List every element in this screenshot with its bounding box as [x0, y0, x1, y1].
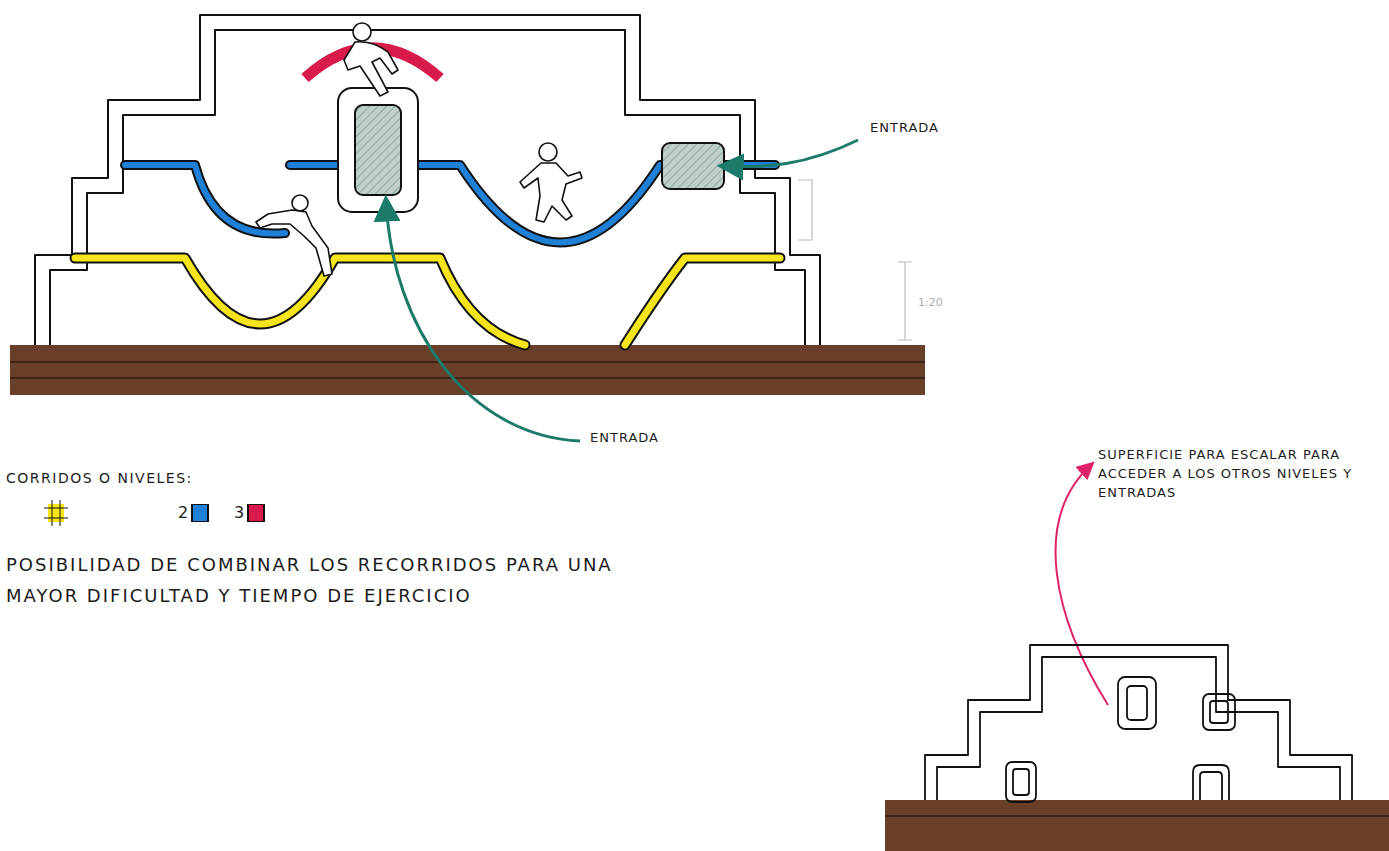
window-frame	[338, 88, 418, 212]
dimension-bracket	[898, 262, 912, 340]
scale-label: 1:20	[918, 296, 943, 309]
small-elevation	[885, 645, 1389, 851]
swatch-fill	[48, 504, 64, 522]
label-text: 1:20	[918, 296, 943, 309]
ground-band	[10, 345, 925, 395]
route-outline	[75, 258, 525, 345]
ground-line	[10, 361, 925, 363]
window-frame	[1006, 762, 1036, 802]
callout-arrow	[386, 200, 580, 441]
route-yellow	[625, 258, 780, 345]
label-text: SUPERFICIE PARA ESCALAR PARA ACCEDER A L…	[1098, 447, 1352, 500]
window-glass	[1127, 686, 1147, 720]
figure-left	[256, 195, 332, 276]
ground-band	[885, 800, 1389, 851]
window-frame	[1203, 694, 1235, 730]
ground	[10, 345, 925, 395]
figure-head	[539, 143, 557, 161]
callout-label: ENTRADA	[590, 430, 659, 446]
outer-wall	[925, 645, 1352, 800]
ground-line	[10, 377, 925, 379]
building-outline	[925, 645, 1352, 802]
label-text: CORRIDOS O NIVELES:	[6, 470, 193, 486]
figure-head	[292, 195, 308, 211]
inner-wall	[50, 30, 805, 345]
legend-text: 2	[178, 503, 188, 522]
note-text: SUPERFICIE PARA ESCALAR PARA ACCEDER A L…	[1098, 446, 1383, 503]
window-glass	[1013, 769, 1029, 795]
callout-label: ENTRADA	[870, 120, 939, 136]
ground-line	[885, 815, 1389, 817]
label-text: ENTRADA	[870, 120, 939, 135]
door-inner	[1200, 772, 1222, 800]
callout-arrow	[722, 140, 858, 167]
legend-entry: 3	[234, 503, 264, 522]
label-text: POSIBILIDAD DE COMBINAR LOS RECORRIDOS P…	[6, 554, 613, 606]
building-outline	[35, 15, 820, 345]
note-text: POSIBILIDAD DE COMBINAR LOS RECORRIDOS P…	[6, 550, 656, 611]
legend-heading: CORRIDOS O NIVELES:	[6, 470, 193, 487]
figure-body	[256, 210, 332, 276]
entrance-windows	[338, 88, 724, 212]
legend-text: 3	[234, 503, 244, 522]
figure-top	[344, 23, 398, 96]
figure-body	[520, 163, 582, 222]
label-text: ENTRADA	[590, 430, 659, 445]
legend-swatch	[192, 505, 208, 521]
figure-head	[353, 23, 371, 41]
outer-wall	[35, 15, 820, 345]
door-frame	[1193, 765, 1229, 800]
swatch-cross	[44, 500, 68, 526]
route-outline	[625, 258, 780, 345]
legend-swatch	[248, 505, 264, 521]
dimension-bracket	[798, 180, 812, 240]
level-1-route	[75, 258, 780, 345]
figure-body	[344, 42, 398, 96]
human-figures	[256, 23, 582, 276]
inner-wall	[937, 657, 1340, 800]
window-glass	[1210, 701, 1228, 723]
window-glass	[355, 105, 401, 195]
legend-entry: 2	[178, 503, 208, 522]
figure-right	[520, 143, 582, 222]
window-frame	[1118, 677, 1156, 729]
route-yellow	[75, 258, 525, 345]
dimension-marks	[798, 180, 912, 340]
callout-arrow	[1056, 464, 1108, 705]
legend-swatch-yellow	[44, 500, 68, 526]
window-glass	[662, 143, 724, 189]
